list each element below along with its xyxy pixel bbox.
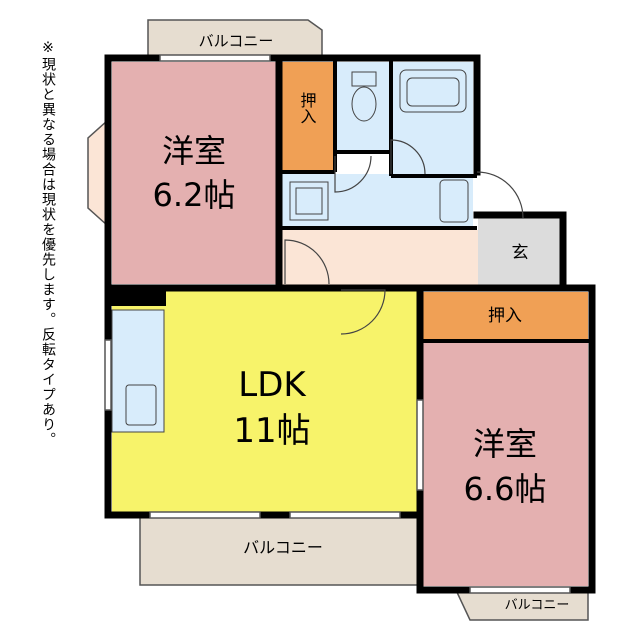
door-swings [284,139,524,335]
stove-icon [125,384,157,426]
hallway [280,230,480,285]
toilet-icon [351,86,377,122]
room-66-name: 洋室 [473,425,537,463]
closet-right-label: 押入 [488,306,522,326]
room-62-name: 洋室 [162,132,226,170]
balcony-right-label: バルコニー [505,598,570,613]
closet-right: 押入 [423,292,588,339]
entrance-label: 玄 [512,243,529,263]
washroom [281,174,473,226]
ldk-size: 11帖 [233,411,310,451]
balcony-bottom: バルコニー [139,514,421,586]
balcony-top-label: バルコニー [199,32,274,50]
washing-machine-icon [439,179,469,223]
windows [104,54,571,594]
bathroom [393,62,473,174]
room-western-6-6: 洋室 6.6帖 [423,343,588,586]
balcony-top: バルコニー [147,19,323,57]
column [108,288,166,306]
entrance: 玄 [478,215,563,285]
balcony-right: バルコニー [453,587,589,621]
room-66-size: 6.6帖 [464,470,547,508]
disclaimer-note: ※現状と異なる場合は現状を優先します。反転タイプあり。 [40,40,56,447]
closet-top-label: 押入 [298,92,317,124]
balcony-bottom-label: バルコニー [243,538,323,557]
room-ldk: LDK 11帖 [111,290,417,512]
room-62-size: 6.2帖 [153,176,236,214]
closet-top: 押入 [281,62,333,170]
inner-walls [279,58,592,343]
room-western-6-2: 洋室 6.2帖 [112,62,277,284]
toilet [337,62,389,152]
ldk-name: LDK [238,365,307,405]
